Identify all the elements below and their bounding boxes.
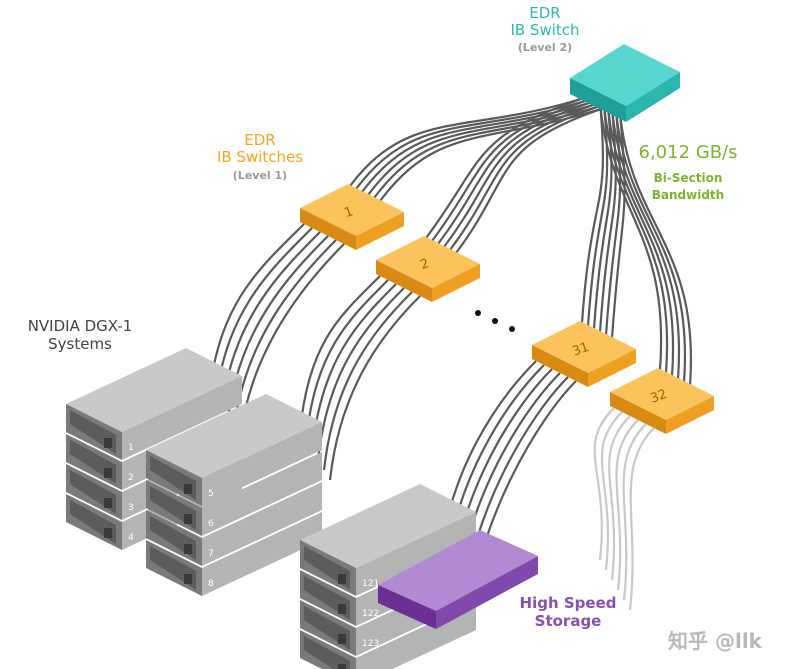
server-number: 6 bbox=[208, 519, 214, 529]
cable bbox=[437, 98, 599, 245]
cable bbox=[443, 100, 603, 248]
bandwidth-value: 6,012 GB/s bbox=[638, 142, 738, 163]
server-number: 121 bbox=[362, 579, 379, 589]
leaf-switch-title: EDR bbox=[244, 131, 276, 149]
systems-title-line1: NVIDIA DGX-1 bbox=[27, 317, 133, 335]
cable bbox=[322, 291, 413, 471]
server-number: 4 bbox=[128, 533, 134, 543]
leaf-switch-level: (Level 1) bbox=[232, 169, 288, 182]
top-switch-title: EDR bbox=[529, 4, 561, 22]
cable bbox=[431, 96, 595, 242]
leaf-switch-number: 32 bbox=[648, 387, 669, 407]
server-number: 5 bbox=[208, 489, 214, 499]
level2-to-level1-cables bbox=[349, 94, 693, 386]
server-number: 123 bbox=[362, 639, 379, 649]
server-number: 7 bbox=[208, 549, 214, 559]
storage-label-line1: High Speed bbox=[519, 594, 617, 612]
cable bbox=[328, 295, 421, 481]
server-number: 2 bbox=[128, 473, 134, 483]
cable bbox=[349, 94, 591, 187]
dgx-server-5: 5 bbox=[146, 394, 322, 506]
cable bbox=[208, 223, 305, 391]
dgx-server-7: 7 bbox=[146, 482, 322, 566]
cable bbox=[615, 419, 639, 591]
server-number: 1 bbox=[128, 443, 134, 453]
cable bbox=[602, 103, 669, 374]
cable bbox=[298, 275, 381, 431]
leaf-switch-number: 31 bbox=[570, 340, 591, 360]
server-number: 8 bbox=[208, 579, 214, 589]
cable bbox=[614, 109, 687, 383]
cable bbox=[425, 94, 591, 239]
leaf-switch-subtitle: IB Switches bbox=[216, 148, 304, 166]
level1-switches: 12 31 32 bbox=[300, 184, 714, 434]
top-switch-level: (Level 2) bbox=[517, 41, 573, 54]
dgx-server-121: 121 bbox=[300, 484, 476, 596]
cable bbox=[449, 102, 607, 251]
leaf-switch-31: 31 bbox=[532, 321, 636, 387]
cable bbox=[580, 101, 605, 324]
cable bbox=[304, 279, 389, 441]
cable bbox=[316, 287, 405, 461]
cable bbox=[610, 107, 681, 380]
systems-title-line2: Systems bbox=[48, 335, 112, 353]
watermark: 知乎 @llk bbox=[668, 629, 762, 653]
cable bbox=[598, 101, 663, 371]
server-number: 122 bbox=[362, 609, 379, 619]
cable bbox=[628, 427, 655, 611]
leaf-switch-32: 32 bbox=[610, 368, 714, 434]
storage-label-line2: Storage bbox=[534, 612, 602, 630]
cable bbox=[618, 111, 693, 386]
leaf-switch-2: 2 bbox=[376, 236, 480, 302]
top-switch-subtitle: IB Switch bbox=[510, 21, 580, 39]
server-number: 3 bbox=[128, 503, 134, 513]
dgx-stack-5-8: 5 6 7 8 bbox=[146, 394, 322, 596]
cable bbox=[606, 105, 675, 377]
bandwidth-label-line1: Bi-Section bbox=[653, 171, 723, 185]
bandwidth-label-line2: Bandwidth bbox=[651, 188, 725, 202]
high-speed-storage-block bbox=[378, 530, 538, 629]
level2-switch bbox=[570, 44, 680, 122]
cable bbox=[608, 415, 631, 581]
dgx-server-6: 6 bbox=[146, 452, 322, 536]
ellipsis-dots bbox=[475, 310, 515, 332]
cable bbox=[455, 104, 611, 254]
dgx-server-8: 8 bbox=[146, 512, 322, 596]
cable bbox=[593, 407, 615, 561]
cable bbox=[622, 423, 647, 601]
dgx-server-1: 1 bbox=[66, 348, 242, 460]
cable bbox=[600, 411, 623, 571]
leaf-switch-1: 1 bbox=[300, 184, 404, 250]
